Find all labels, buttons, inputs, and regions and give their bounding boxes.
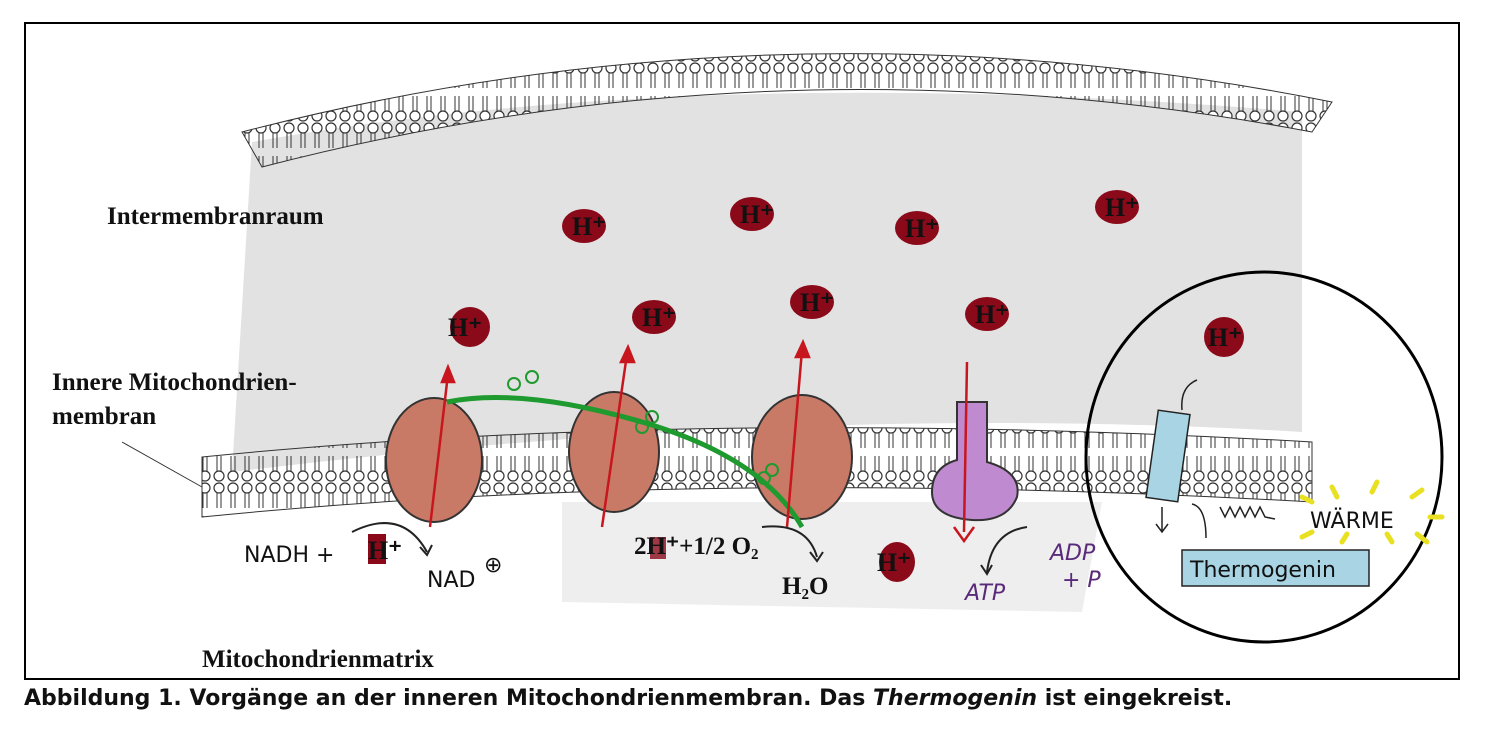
mitochondrion-diagram: H⁺ H⁺ H⁺ H⁺ H⁺ H⁺ H⁺ H⁺ H⁺ H⁺ H⁺ Interme… bbox=[52, 53, 1445, 673]
proton: H⁺ bbox=[895, 211, 939, 245]
complex-i bbox=[385, 397, 483, 523]
atp-label: ATP bbox=[963, 581, 1006, 606]
svg-text:H⁺: H⁺ bbox=[572, 212, 606, 241]
membrane-pointer bbox=[121, 441, 203, 488]
atp-synthase bbox=[930, 401, 1019, 522]
heat-glow bbox=[1299, 479, 1445, 545]
svg-text:H⁺: H⁺ bbox=[1208, 323, 1242, 352]
proton: H⁺ bbox=[965, 297, 1009, 331]
proton: H⁺ bbox=[877, 542, 915, 582]
caption-suffix: ist eingekreist. bbox=[1037, 686, 1233, 711]
proton: H⁺ bbox=[368, 534, 402, 565]
svg-text:H⁺: H⁺ bbox=[368, 536, 402, 565]
nad-label: NAD bbox=[427, 568, 475, 593]
thermogenin-highlight-circle bbox=[1084, 270, 1444, 644]
proton: H⁺ bbox=[790, 285, 834, 319]
proton: H⁺ bbox=[632, 300, 676, 334]
water-reaction-label: 2H⁺+1/2 O₂ bbox=[634, 533, 759, 560]
proton-arrows bbox=[428, 338, 976, 544]
proton: H⁺ bbox=[562, 209, 606, 243]
heat-label: WÄRME bbox=[1310, 508, 1394, 534]
proton: H⁺ bbox=[448, 307, 490, 347]
proton: H⁺ bbox=[1204, 317, 1244, 357]
caption-emphasis: Thermogenin bbox=[873, 686, 1038, 711]
svg-text:H⁺: H⁺ bbox=[975, 300, 1009, 329]
svg-text:H⁺: H⁺ bbox=[448, 313, 482, 342]
protons: H⁺ H⁺ H⁺ H⁺ H⁺ H⁺ H⁺ H⁺ H⁺ H⁺ H⁺ bbox=[368, 190, 1244, 582]
caption-text: Abbildung 1. Vorgänge an der inneren Mit… bbox=[24, 686, 874, 711]
adp-label: ADP bbox=[1048, 541, 1096, 566]
outer-membrane bbox=[241, 53, 1333, 168]
phosphate-label: + P bbox=[1062, 568, 1101, 593]
diagram-frame: H⁺ H⁺ H⁺ H⁺ H⁺ H⁺ H⁺ H⁺ H⁺ H⁺ H⁺ Interme… bbox=[24, 22, 1460, 680]
heat-wave-icon bbox=[1219, 505, 1276, 520]
nad-charge: ⊕ bbox=[484, 553, 502, 578]
thermogenin-channel bbox=[1145, 409, 1191, 503]
reaction-arrows bbox=[351, 522, 1028, 576]
svg-text:H⁺: H⁺ bbox=[740, 200, 774, 229]
proton bbox=[650, 537, 666, 559]
thermogenin-label-box bbox=[1181, 549, 1370, 587]
electron-labels bbox=[507, 370, 779, 485]
svg-text:H⁺: H⁺ bbox=[1105, 193, 1139, 222]
thermogenin-tail bbox=[1181, 379, 1198, 411]
svg-text:H⁺: H⁺ bbox=[905, 214, 939, 243]
nadh-label: NADH + bbox=[244, 543, 334, 568]
complex-iv bbox=[751, 394, 853, 520]
inner-membrane-label: Innere Mitochondrien- bbox=[52, 369, 297, 396]
water-label: H₂O bbox=[782, 573, 828, 600]
figure-caption: Abbildung 1. Vorgänge an der inneren Mit… bbox=[24, 686, 1232, 711]
thermogenin-pointer bbox=[1191, 503, 1207, 539]
svg-text:H⁺: H⁺ bbox=[800, 288, 834, 317]
proton: H⁺ bbox=[730, 197, 774, 231]
intermembrane-shading bbox=[232, 92, 1302, 612]
proton: H⁺ bbox=[1095, 190, 1139, 224]
thermogenin-proton-arrow bbox=[1155, 507, 1169, 534]
inner-membrane-label-2: membran bbox=[52, 403, 156, 430]
intermembrane-label: Intermembranraum bbox=[107, 203, 324, 230]
thermogenin-label: Thermogenin bbox=[1189, 558, 1336, 583]
matrix-label: Mitochondrienmatrix bbox=[202, 646, 434, 673]
svg-text:H⁺: H⁺ bbox=[642, 303, 676, 332]
svg-text:H⁺: H⁺ bbox=[877, 548, 911, 577]
